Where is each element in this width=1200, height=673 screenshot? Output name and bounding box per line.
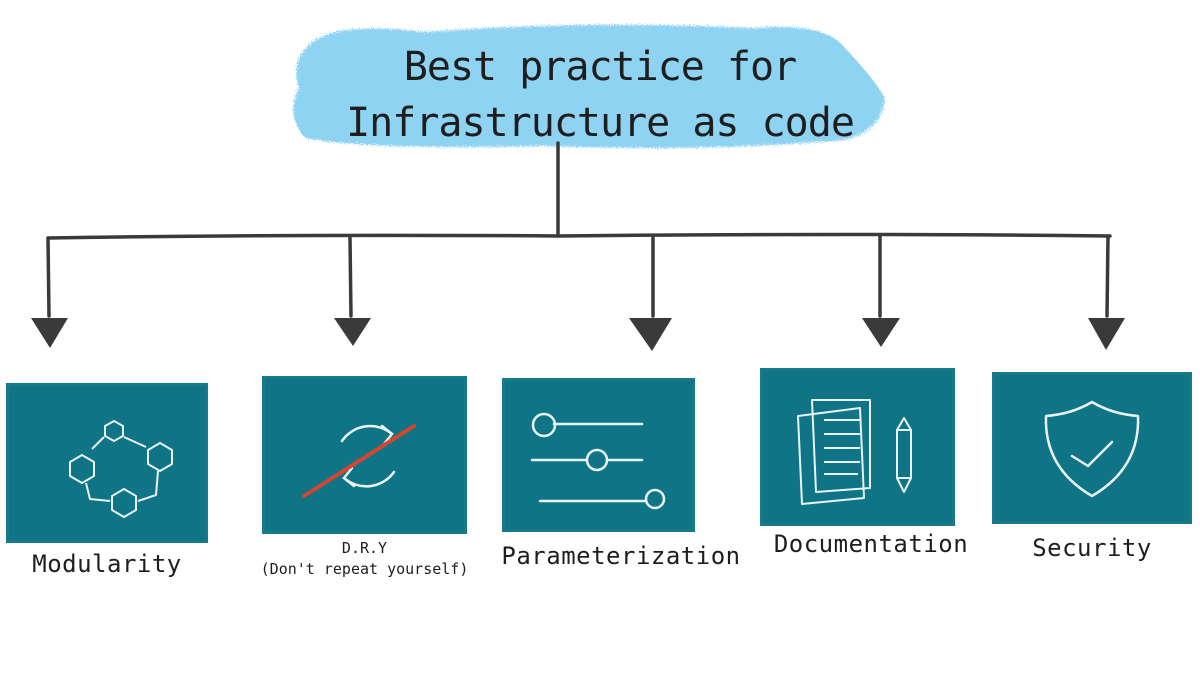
diagram-title-line-2: Infrastructure as code [346,100,855,146]
practice-card-parameterization [502,378,695,532]
practice-card-security [992,372,1192,524]
practice-card-modularity [6,383,208,543]
label-modularity: Modularity [32,550,182,578]
practice-card-dry [262,376,467,534]
arrowhead-4 [862,318,900,347]
label-documentation: Documentation [773,530,969,558]
branch-line [46,232,1112,240]
shield-check-icon [1044,400,1140,498]
drop-line-2 [348,236,353,318]
label-dry: D.R.Y [341,539,388,557]
title-highlight [293,24,885,148]
label-parameterization: Parameterization [501,542,741,570]
drop-line-1 [46,236,51,318]
connected-hexagons-icon [69,420,173,518]
arrowhead-5 [1088,318,1125,350]
arrowhead-1 [31,318,68,348]
diagram-title-line-1: Best practice for [403,44,797,90]
drop-line-5 [1105,234,1110,318]
sliders-icon [530,412,666,510]
label-dry-subtitle: (Don't repeat yourself) [260,560,469,578]
arrowhead-3 [629,318,672,351]
crossed-refresh-icon [302,424,416,498]
label-security: Security [1032,534,1152,562]
arrowhead-2 [334,318,371,346]
documents-pencil-icon [797,399,912,505]
practice-card-documentation [760,368,955,526]
